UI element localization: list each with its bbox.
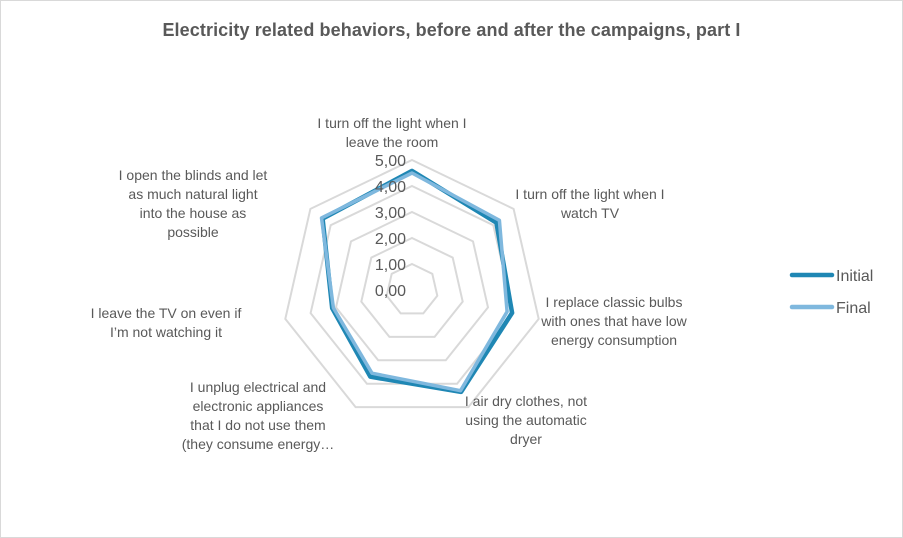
chart-title: Electricity related behaviors, before an… <box>162 20 741 40</box>
grid-ring <box>334 210 490 362</box>
category-label-line: leave the room <box>346 134 439 150</box>
tick-label: 5,00 <box>375 153 406 170</box>
category-label-line: I leave the TV on even if <box>91 305 242 321</box>
radar-grid <box>284 158 540 409</box>
category-label-line: using the automatic <box>465 412 586 428</box>
category-label-line: I turn off the light when I <box>515 186 664 202</box>
category-label-line: dryer <box>510 431 542 447</box>
category-label: I turn off the light when I watch TV <box>515 186 664 221</box>
legend-label-initial: Initial <box>836 268 873 285</box>
grid-ring <box>360 236 464 338</box>
category-label-line: I turn off the light when I <box>317 115 466 131</box>
category-label-line: I’m not watching it <box>110 324 222 340</box>
category-label: I leave the TV on even if I’m not watchin… <box>91 305 242 340</box>
category-label-line: I unplug electrical and <box>190 379 326 395</box>
tick-label: 1,00 <box>375 257 406 274</box>
category-label: I replace classic bulbs with ones that ha… <box>540 294 687 348</box>
category-label-line: that I do not use them <box>190 417 325 433</box>
category-label-line: (they consume energy… <box>182 436 335 452</box>
tick-label: 0,00 <box>375 283 406 300</box>
radar-series <box>319 168 515 395</box>
series-line-final <box>319 171 509 393</box>
tick-label: 3,00 <box>375 205 406 222</box>
category-label: I air dry clothes, not using the automati… <box>465 393 587 447</box>
legend-label-final: Final <box>836 300 871 317</box>
tick-label: 4,00 <box>375 179 406 196</box>
grid-ring <box>385 262 439 315</box>
radial-tick-labels: 0,00 1,00 2,00 3,00 4,00 5,00 <box>375 153 406 300</box>
category-label-line: I open the blinds and let <box>119 167 268 183</box>
category-label: I unplug electrical and electronic applia… <box>182 379 335 452</box>
category-label-line: as much natural light <box>128 186 257 202</box>
category-label-line: with ones that have low <box>540 313 687 329</box>
category-label: I turn off the light when I leave the roo… <box>317 115 466 150</box>
category-label-line: electronic appliances <box>193 398 324 414</box>
category-labels: I turn off the light when I leave the roo… <box>91 115 688 452</box>
category-label-line: possible <box>167 224 219 240</box>
category-label-line: energy consumption <box>551 332 677 348</box>
category-label-line: watch TV <box>560 205 620 221</box>
category-label-line: I replace classic bulbs <box>546 294 683 310</box>
category-label-line: I air dry clothes, not <box>465 393 587 409</box>
tick-label: 2,00 <box>375 231 406 248</box>
grid-ring <box>284 158 540 409</box>
category-label: I open the blinds and let as much natural… <box>119 167 268 240</box>
category-label-line: into the house as <box>140 205 247 221</box>
